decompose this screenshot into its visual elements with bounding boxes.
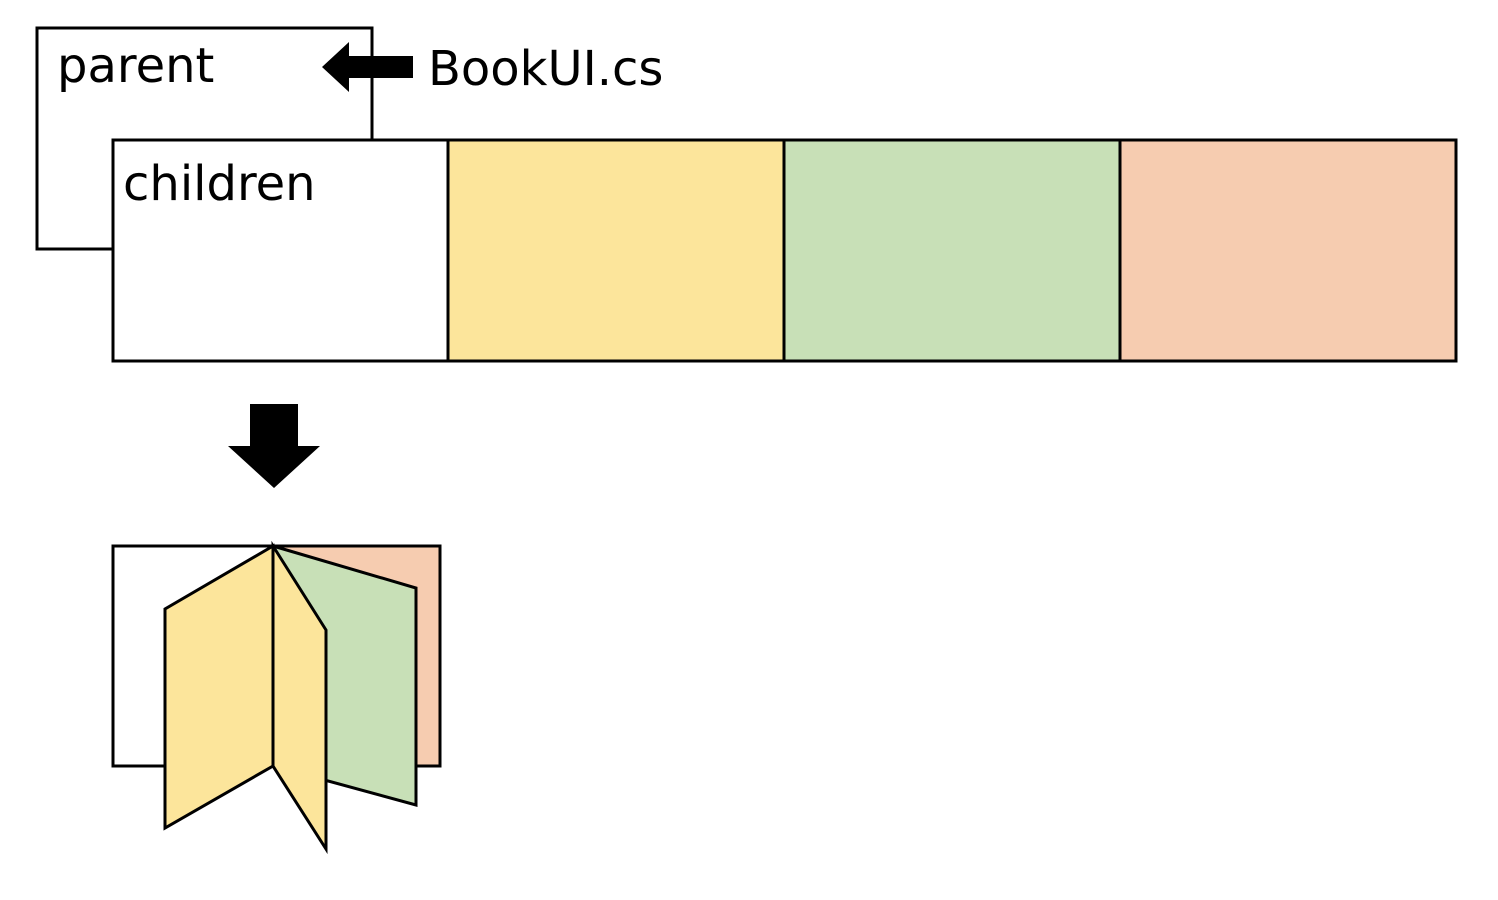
- book-page-yellow-right: [271, 540, 328, 855]
- child-page-white: [111, 138, 450, 363]
- children-label: children: [123, 156, 316, 212]
- parent-label: parent: [57, 38, 214, 94]
- book-icon: [111, 540, 442, 855]
- child-page-orange: [1118, 138, 1458, 363]
- child-page-green: [782, 138, 1122, 363]
- child-page-yellow: [446, 138, 786, 363]
- script-label: BookUI.cs: [428, 41, 663, 97]
- down-arrow-icon: [228, 404, 320, 488]
- script-arrow-left-icon: [322, 42, 413, 92]
